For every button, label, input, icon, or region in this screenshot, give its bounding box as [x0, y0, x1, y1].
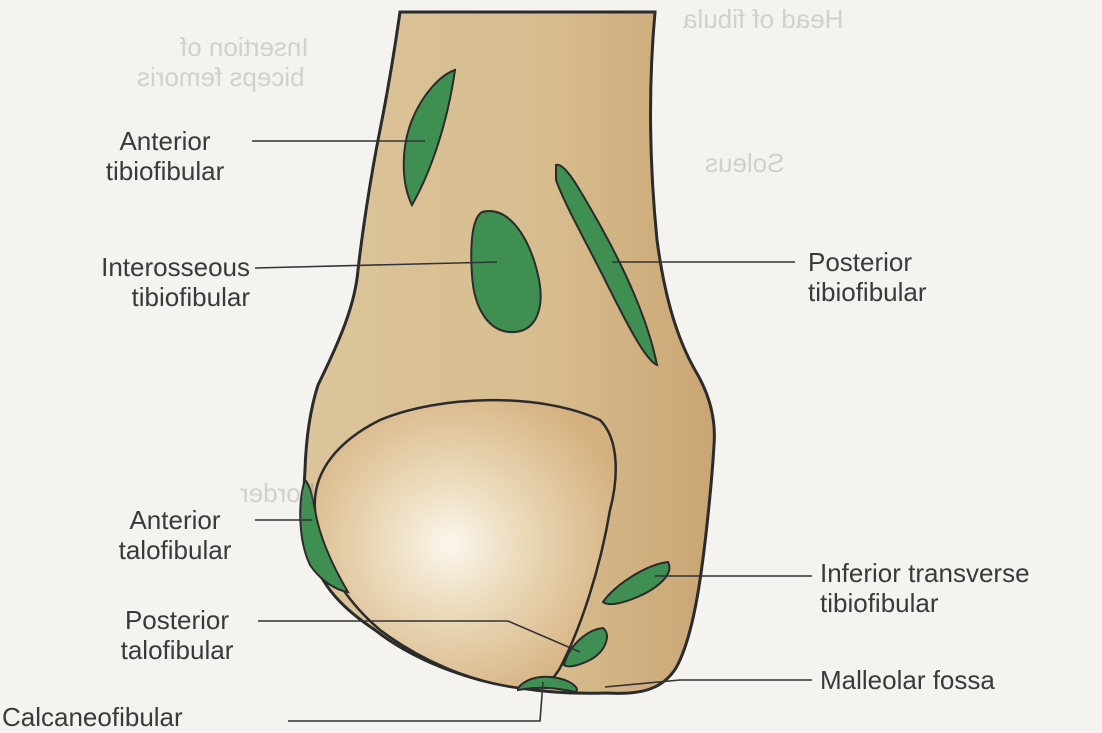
label-interosseous-tibiofibular: Interosseous tibiofibular	[20, 252, 250, 312]
label-anterior-tibiofibular-line1: Anterior	[70, 126, 260, 156]
bleed-head-of-fibula: Head of fibula	[683, 4, 843, 34]
bleed-soleus: Soleus	[705, 148, 785, 178]
label-anterior-tibiofibular: Anterior tibiofibular	[70, 126, 260, 186]
articular-facet	[315, 400, 616, 688]
leader-calcaneofibular	[288, 682, 543, 721]
label-inferior-transverse-line2: tibiofibular	[820, 588, 1030, 618]
label-inferior-transverse-line1: Inferior transverse	[820, 558, 1030, 588]
label-interosseous-line2: tibiofibular	[20, 282, 250, 312]
label-malleolar-fossa: Malleolar fossa	[820, 665, 995, 695]
label-anterior-talofibular: Anterior talofibular	[90, 505, 260, 565]
label-posterior-talofibular: Posterior talofibular	[92, 605, 262, 665]
label-posterior-tibiofibular-line1: Posterior	[808, 247, 927, 277]
label-posterior-talofibular-line1: Posterior	[92, 605, 262, 635]
label-anterior-talofibular-line2: talofibular	[90, 535, 260, 565]
bleed-biceps-femoris: biceps femoris	[137, 62, 305, 92]
bleed-insertion-of: Insertion of	[180, 32, 309, 62]
label-posterior-tibiofibular-line2: tibiofibular	[808, 277, 927, 307]
label-anterior-talofibular-line1: Anterior	[90, 505, 260, 535]
label-interosseous-line1: Interosseous	[20, 252, 250, 282]
label-posterior-talofibular-line2: talofibular	[92, 635, 262, 665]
label-inferior-transverse-tibiofibular: Inferior transverse tibiofibular	[820, 558, 1030, 618]
label-anterior-tibiofibular-line2: tibiofibular	[70, 156, 260, 186]
bleed-border: border	[240, 478, 315, 508]
label-posterior-tibiofibular: Posterior tibiofibular	[808, 247, 927, 307]
